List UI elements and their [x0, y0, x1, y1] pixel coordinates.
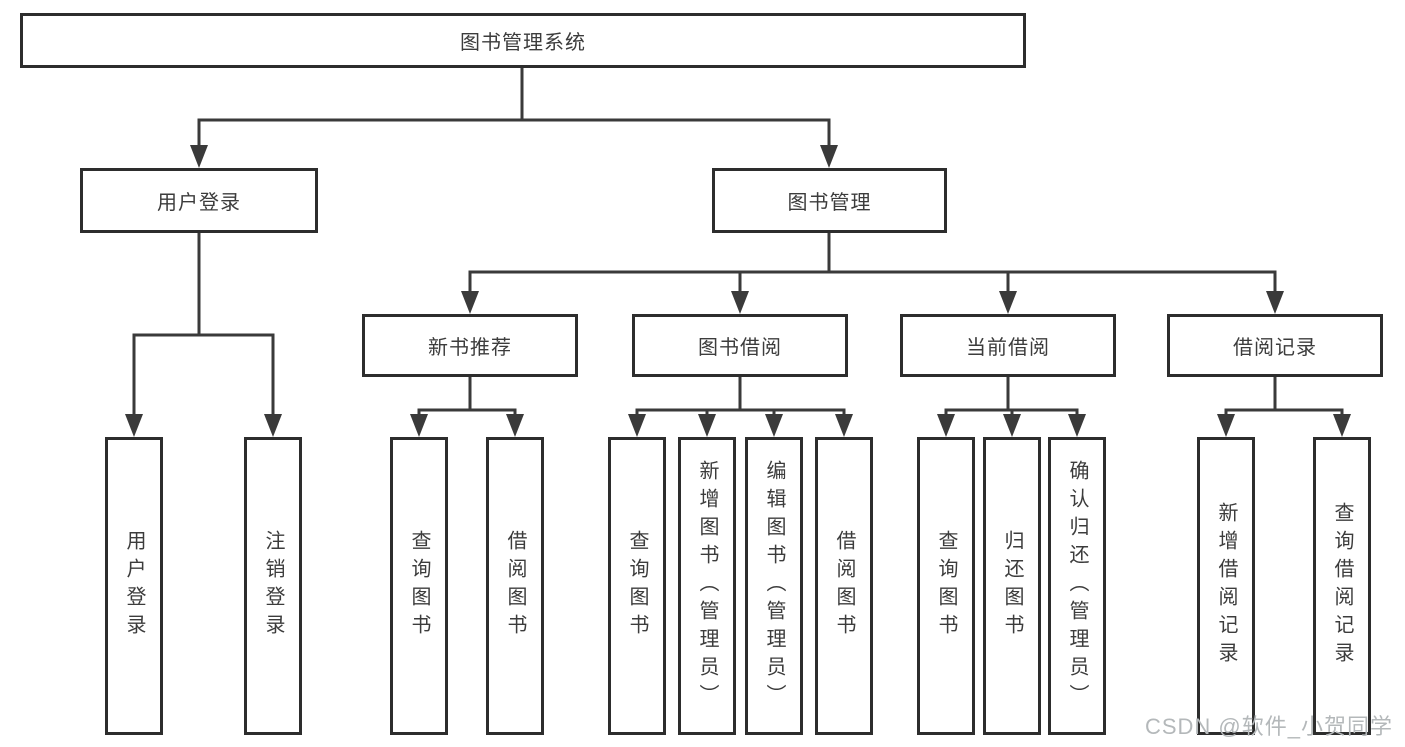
- node-label: 图书管理: [787, 192, 872, 214]
- leaf-label: 用户登录: [123, 530, 145, 642]
- leaf-current-query-books: 查询图书: [917, 437, 975, 735]
- leaf-label: 注销登录: [262, 530, 284, 642]
- leaf-borrowing-borrow-books: 借阅图书: [815, 437, 873, 735]
- leaf-label: 新增图书（管理员）: [696, 460, 718, 712]
- leaf-return-books: 归还图书: [983, 437, 1041, 735]
- node-label: 当前借阅: [966, 337, 1050, 359]
- leaf-add-borrow-record: 新增借阅记录: [1197, 437, 1255, 735]
- leaf-confirm-return-admin: 确认归还（管理员）: [1048, 437, 1106, 735]
- node-new-book-recommendation: 新书推荐: [362, 314, 578, 377]
- leaf-label: 编辑图书（管理员）: [763, 460, 785, 712]
- leaf-label: 查询借阅记录: [1331, 502, 1353, 670]
- leaf-label: 归还图书: [1001, 530, 1023, 642]
- leaf-recommend-query-books: 查询图书: [390, 437, 448, 735]
- node-label: 新书推荐: [428, 337, 512, 359]
- node-label: 用户登录: [157, 192, 241, 214]
- node-user-login: 用户登录: [80, 168, 318, 233]
- leaf-label: 新增借阅记录: [1215, 502, 1237, 670]
- leaf-label: 确认归还（管理员）: [1066, 460, 1088, 712]
- csdn-watermark: CSDN @软件_小贺同学: [1144, 714, 1393, 739]
- node-label: 借阅记录: [1233, 337, 1317, 359]
- leaf-label: 借阅图书: [504, 530, 526, 642]
- leaf-add-book-admin: 新增图书（管理员）: [678, 437, 736, 735]
- node-book-borrowing: 图书借阅: [632, 314, 848, 377]
- leaf-edit-book-admin: 编辑图书（管理员）: [745, 437, 803, 735]
- node-current-borrowing: 当前借阅: [900, 314, 1116, 377]
- leaf-label: 借阅图书: [833, 530, 855, 642]
- node-library-management-system: 图书管理系统: [20, 13, 1026, 68]
- leaf-label: 查询图书: [935, 530, 957, 642]
- node-label: 图书借阅: [698, 337, 782, 359]
- leaf-recommend-borrow-books: 借阅图书: [486, 437, 544, 735]
- node-borrowing-records: 借阅记录: [1167, 314, 1383, 377]
- leaf-query-borrow-record: 查询借阅记录: [1313, 437, 1371, 735]
- leaf-label: 查询图书: [626, 530, 648, 642]
- leaf-user-login: 用户登录: [105, 437, 163, 735]
- leaf-label: 查询图书: [408, 530, 430, 642]
- node-book-management: 图书管理: [712, 168, 947, 233]
- leaf-borrowing-query-books: 查询图书: [608, 437, 666, 735]
- leaf-logout: 注销登录: [244, 437, 302, 735]
- node-label: 图书管理系统: [460, 32, 586, 54]
